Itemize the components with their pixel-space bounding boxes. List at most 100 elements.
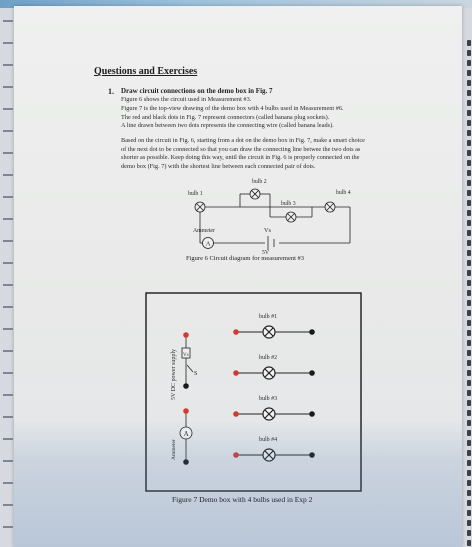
spiral-ring	[467, 130, 471, 136]
fig7-bulb-1-label: bulb #1	[259, 314, 277, 320]
binder-tick	[3, 416, 13, 418]
spiral-ring	[467, 310, 471, 316]
spiral-ring	[467, 500, 471, 506]
spiral-ring	[467, 200, 471, 206]
spiral-ring	[467, 100, 471, 106]
spiral-ring	[467, 470, 471, 476]
binder-edge	[0, 0, 16, 547]
spiral-ring	[467, 220, 471, 226]
spiral-ring	[467, 290, 471, 296]
spiral-ring	[467, 380, 471, 386]
binder-tick	[3, 20, 13, 22]
fig7-bulb-2	[233, 366, 315, 380]
fig6-voltage-source	[267, 236, 275, 250]
spiral-ring	[467, 140, 471, 146]
binder-tick	[3, 64, 13, 66]
task-line: demo box (Fig. 7) with the shortest line…	[121, 162, 316, 170]
black-connector[interactable]	[309, 411, 315, 417]
binder-tick	[3, 438, 13, 440]
power-supply-label: 5V DC power supply	[171, 349, 177, 400]
red-connector[interactable]	[183, 332, 189, 338]
fig7-bulbs	[233, 325, 315, 462]
task-line: shorter as possible. Keep doing this way…	[121, 154, 360, 162]
spiral-ring	[467, 460, 471, 466]
figure-7-caption: Figure 7 Demo box with 4 bulbs used in E…	[172, 495, 313, 504]
red-connector[interactable]	[233, 411, 239, 417]
background-strip	[0, 0, 472, 8]
section-heading: Questions and Exercises	[94, 66, 198, 77]
fig6-bulb-3-label: bulb 3	[281, 201, 296, 207]
spiral-ring	[467, 270, 471, 276]
fig6-bulb-2	[239, 188, 271, 207]
fig6-ammeter-label: Ammeter	[193, 228, 215, 234]
binder-tick	[3, 504, 13, 506]
power-supply-vs-symbol: Vs	[183, 353, 189, 358]
fig6-voltage-label: Vs	[264, 227, 271, 234]
spiral-ring	[467, 150, 471, 156]
instruction-line: Figure 7 is the top-view drawing of the …	[121, 104, 344, 112]
black-connector[interactable]	[309, 452, 315, 458]
spiral-ring	[467, 420, 471, 426]
fig6-ammeter: A	[202, 237, 214, 249]
spiral-ring	[467, 50, 471, 56]
spiral-ring	[467, 120, 471, 126]
switch-label: S	[194, 371, 197, 377]
binder-tick	[3, 372, 13, 374]
spiral-ring	[467, 260, 471, 266]
task-paragraph: Based on the circuit in Fig. 6, starting…	[121, 137, 451, 171]
task-line: of the next dot to be connected so that …	[121, 145, 361, 153]
fig6-source-label: 5V	[262, 250, 270, 256]
switch-lever	[186, 364, 194, 373]
binder-tick	[3, 196, 13, 198]
binder-tick	[3, 350, 13, 352]
spiral-ring	[467, 330, 471, 336]
spiral-ring	[467, 340, 471, 346]
binder-tick	[3, 526, 13, 528]
spiral-ring	[467, 350, 471, 356]
black-connector[interactable]	[309, 370, 315, 376]
black-connector[interactable]	[183, 383, 189, 389]
power-supply-terminals: Vs S	[181, 332, 197, 389]
fig7-bulb-4	[233, 448, 315, 462]
red-connector[interactable]	[233, 370, 239, 376]
spiral-ring	[467, 110, 471, 116]
fig7-bulb-3-label: bulb #3	[259, 396, 277, 402]
spiral-ring	[467, 400, 471, 406]
fig6-ammeter-symbol: A	[206, 241, 211, 248]
instruction-line: A line drawn between two dots represents…	[121, 122, 334, 130]
fig6-bulb-1-label: bulb 1	[188, 191, 203, 197]
spiral-ring	[467, 240, 471, 246]
task-line: Based on the circuit in Fig. 6, starting…	[121, 137, 365, 144]
figure-6-caption: Figure 6 Circuit diagram for measurement…	[186, 255, 305, 262]
spiral-ring	[467, 230, 471, 236]
binder-tick	[3, 284, 13, 286]
spiral-ring	[467, 480, 471, 486]
black-connector[interactable]	[183, 459, 189, 465]
binder-tick	[3, 130, 13, 132]
black-connector[interactable]	[309, 329, 315, 335]
binder-tick	[3, 240, 13, 242]
red-connector[interactable]	[233, 329, 239, 335]
spiral-ring	[467, 430, 471, 436]
binder-tick	[3, 394, 13, 396]
spiral-ring	[467, 250, 471, 256]
spiral-ring	[467, 180, 471, 186]
fig7-bulb-3	[233, 407, 315, 421]
binder-tick	[3, 460, 13, 462]
fig6-bulb-3	[285, 211, 297, 223]
question-title: Draw circuit connections on the demo box…	[121, 87, 273, 95]
red-connector[interactable]	[233, 452, 239, 458]
spiral-ring	[467, 440, 471, 446]
binder-tick	[3, 482, 13, 484]
spiral-ring	[467, 190, 471, 196]
spiral-ring	[467, 40, 471, 46]
spiral-ring	[467, 510, 471, 516]
spiral-ring	[467, 530, 471, 536]
spiral-ring	[467, 170, 471, 176]
spiral-ring	[467, 540, 471, 546]
fig6-bulb-4-label: bulb 4	[336, 190, 351, 196]
spiral-ring	[467, 360, 471, 366]
spiral-rings	[466, 0, 472, 547]
red-connector[interactable]	[183, 408, 189, 414]
